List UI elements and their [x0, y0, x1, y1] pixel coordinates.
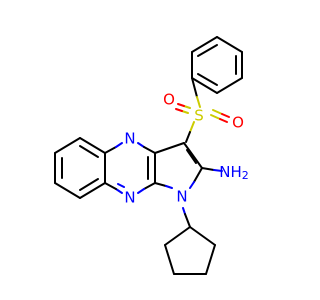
pyrazine-ring [104, 142, 156, 194]
sulfonyl-group [175, 77, 230, 143]
amine-nitrogen-label: NH2 [219, 163, 249, 183]
pyrrole-nitrogen-label: N [176, 188, 187, 206]
pyrazine-nitrogen-top-label: N [124, 130, 135, 148]
amine-main-text: NH [219, 163, 242, 181]
sulfur-atom-label: S [194, 107, 204, 125]
oxygen-atom-label-left: O [163, 91, 175, 109]
chemical-structure: S O O N N N NH2 [54, 36, 249, 275]
pyrazine-nitrogen-bottom-label: N [124, 189, 135, 207]
pyrrole-ring [154, 142, 203, 189]
cyclopentyl-group [164, 207, 216, 275]
benzo-ring [54, 137, 106, 199]
amine-group [201, 167, 223, 172]
oxygen-atom-label-right: O [232, 114, 244, 132]
phenyl-ring [191, 36, 243, 94]
amine-subscript: 2 [242, 169, 249, 182]
